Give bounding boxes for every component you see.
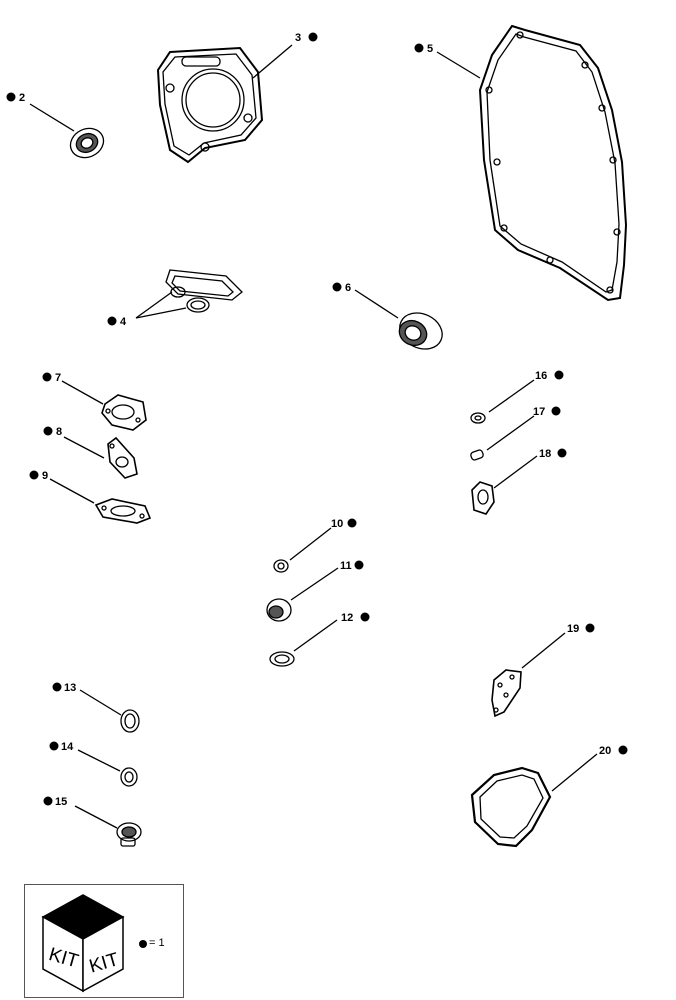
- part-4-breather-gasket-set: [135, 269, 243, 319]
- legend-equals-text: = 1: [149, 937, 165, 949]
- part-17-pin: [470, 415, 535, 461]
- part-2-oil-seal: [29, 103, 105, 159]
- callout-19: 19: [567, 623, 579, 635]
- part-16-washer: [470, 379, 535, 424]
- callout-dots: [6, 32, 628, 806]
- part-14-washer: [77, 749, 138, 787]
- part-20-cover-gasket: [470, 753, 598, 848]
- kit-legend: KIT KIT = 1: [24, 884, 184, 998]
- callout-4: 4: [120, 316, 127, 328]
- callout-18: 18: [539, 448, 551, 460]
- part-7-gasket: [61, 380, 147, 431]
- legend-dot: [139, 940, 147, 948]
- callout-8: 8: [56, 426, 62, 438]
- callout-11: 11: [340, 560, 352, 572]
- part-15-plug: [74, 805, 142, 847]
- part-13-oring: [79, 689, 140, 733]
- part-18-gasket: [471, 455, 538, 515]
- part-11-seal: [266, 567, 339, 622]
- callout-20: 20: [599, 745, 611, 757]
- part-10-washer: [273, 527, 332, 573]
- callout-17: 17: [533, 406, 545, 418]
- callout-16: 16: [535, 370, 547, 382]
- callout-7: 7: [55, 372, 61, 384]
- callout-9: 9: [42, 470, 48, 482]
- callout-13: 13: [64, 682, 76, 694]
- part-8-gasket: [63, 436, 138, 479]
- callout-14: 14: [61, 741, 74, 753]
- callout-10: 10: [331, 518, 343, 530]
- part-6-oil-seal: [354, 289, 443, 350]
- kit-box-icon: KIT KIT: [41, 894, 125, 993]
- part-12-oring: [269, 619, 338, 667]
- part-5-crankcase-gasket: [436, 24, 628, 302]
- callout-15: 15: [55, 796, 67, 808]
- callout-5: 5: [427, 43, 433, 55]
- callout-6: 6: [345, 282, 351, 294]
- part-3-head-gasket: [156, 44, 293, 164]
- part-19-gasket: [491, 632, 566, 718]
- callout-3: 3: [295, 32, 301, 44]
- callout-2: 2: [19, 92, 25, 104]
- callout-12: 12: [341, 612, 353, 624]
- part-9-gasket: [49, 478, 152, 524]
